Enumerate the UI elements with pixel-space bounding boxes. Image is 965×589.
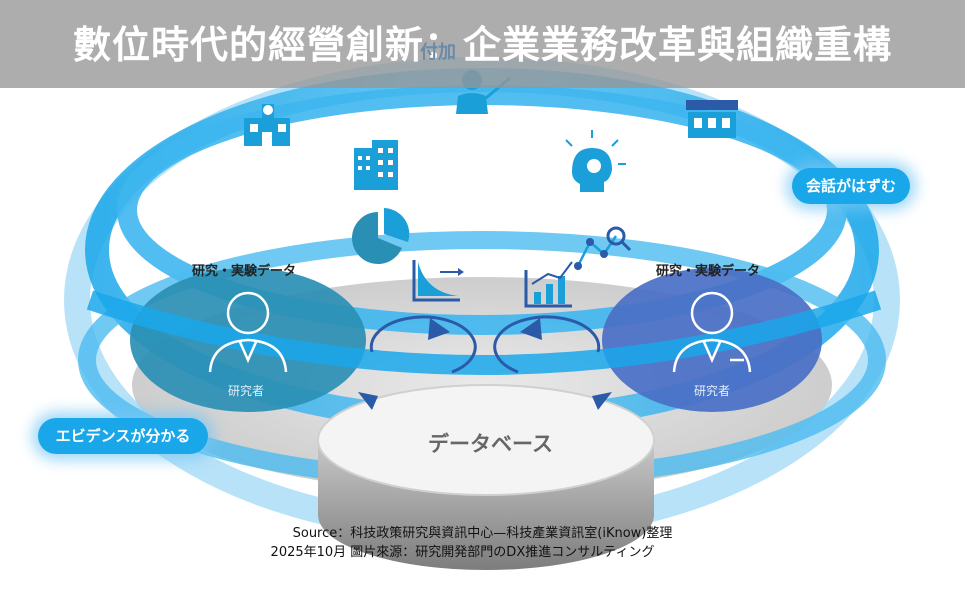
front-ring-segment: [86, 290, 882, 375]
research-data-right-label: 研究・実験データ: [656, 264, 761, 279]
right-cycle-arrow: [493, 315, 601, 374]
title-bar: [0, 0, 965, 88]
idea-icon: [565, 130, 626, 192]
decline-chart-icon: [412, 260, 464, 302]
top-banner-text: 付加: [420, 42, 456, 63]
left-cycle-arrowhead-2: [358, 392, 378, 410]
database-cylinder-top: [317, 384, 655, 496]
network-search-icon: [574, 226, 632, 270]
school-icon: [244, 104, 290, 146]
database-label: データベース: [428, 432, 553, 456]
page-title: 數位時代的經營創新：企業業務改革與組織重構: [72, 23, 892, 67]
researcher-left-label: 研究者: [228, 384, 265, 398]
research-data-left-label: 研究・実験データ: [192, 264, 297, 279]
storefront-icon: [686, 100, 738, 138]
researcher-icon: [672, 291, 752, 373]
evidence-pill: エビデンスが分かる: [38, 418, 208, 454]
right-cycle-arrowhead-2: [592, 392, 612, 410]
researcher-icon: [208, 291, 288, 373]
source-line-1: Source：科技政策研究與資訊中心—科技產業資訊室(iKnow)整理: [292, 526, 673, 541]
right-cycle-arrowhead: [520, 318, 542, 340]
conversation-pill: 会話がはずむ: [792, 168, 910, 204]
source-line-2: 2025年10月 圖片來源：研究開発部門のDX推進コンサルティング: [270, 545, 655, 560]
left-cycle-arrowhead: [428, 318, 450, 340]
bar-chart-icon: [524, 261, 573, 308]
researcher-right-label: 研究者: [694, 384, 731, 398]
pie-chart-icon: [351, 208, 410, 265]
building-icon: [354, 140, 398, 190]
left-cycle-arrow: [369, 315, 477, 374]
